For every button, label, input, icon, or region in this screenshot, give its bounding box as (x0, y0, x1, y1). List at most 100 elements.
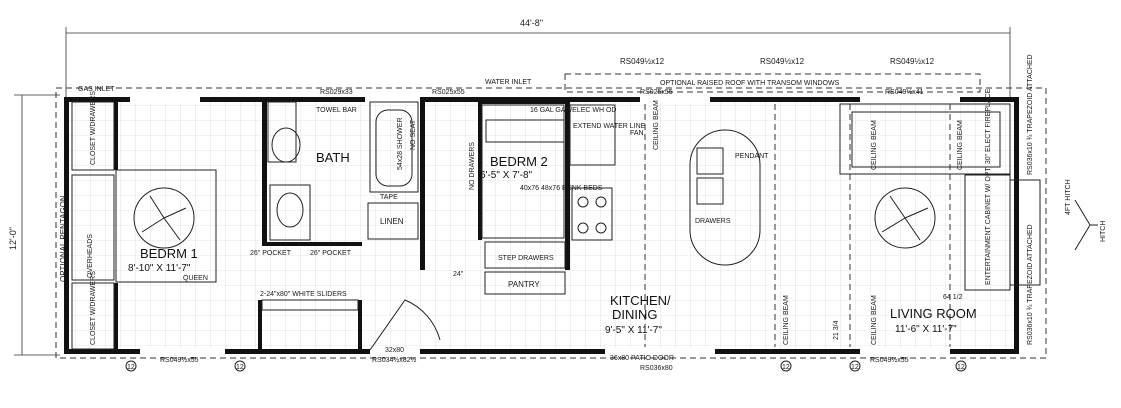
door-32-label: 32x80 (385, 347, 404, 354)
tape-label: TAPE (380, 194, 398, 201)
gas-inlet-label: GAS INLET (78, 86, 115, 93)
sink-bowl-1 (696, 147, 724, 175)
bay-window (1009, 179, 1041, 286)
drawers-label: DRAWERS (695, 218, 731, 225)
interior-walls (114, 100, 570, 353)
kitchen-island (689, 129, 761, 266)
towel-bar-label: TOWEL BAR (316, 107, 357, 114)
sliders-label: 2-24"x80" WHITE SLIDERS (260, 291, 347, 298)
vanity (269, 184, 311, 241)
step-drawers (484, 241, 566, 269)
room-dining: DINING (612, 307, 658, 322)
room-bedrm1: BEDRM 1 (140, 246, 198, 261)
room-bath: BATH (316, 150, 350, 165)
closet-lower-label: CLOSET W/DRAWERS (90, 271, 97, 345)
patio-door-label: 36x80 PATIO DOOR (610, 355, 674, 362)
room-kitchen-dim: 9'-5" X 11'-7" (605, 325, 662, 336)
sink-bowl-2 (696, 177, 724, 205)
water-heater-label: 16 GAL GAS/ELEC WH OD (530, 107, 617, 114)
pantry (484, 271, 566, 295)
floor-grid (64, 98, 1019, 353)
transom2-label: RS049½x12 (760, 57, 805, 66)
pendant-label: PENDANT (735, 153, 769, 160)
ceiling-fan-icon (133, 187, 195, 249)
water-heater (485, 119, 565, 143)
raised-roof-outline (564, 73, 981, 93)
sofa (839, 103, 1011, 175)
fan-label: FAN (630, 130, 644, 137)
raised-roof-label: OPTIONAL RAISED ROOF WITH TRANSOM WINDOW… (660, 80, 840, 87)
linen-closet (367, 202, 419, 240)
optional-pentagon-label: OPTIONAL PENTAGON (59, 195, 68, 282)
svg-text:CEILING BEAM: CEILING BEAM (957, 120, 964, 170)
room-kitchen: KITCHEN/ (610, 293, 671, 308)
living-fan-icon (874, 187, 936, 249)
overall-depth-label: 12'-0" (8, 227, 18, 250)
top-window-living: RS049½x41 (885, 88, 924, 96)
dim-21-label: 21 3/4 (833, 320, 840, 340)
bottom-window-patio: RS036x80 (640, 365, 673, 372)
svg-text:CEILING BEAM: CEILING BEAM (871, 120, 878, 170)
water-inlet-label: WATER INLET (485, 79, 532, 86)
bunk-beds-label: 40x76 48x76 BUNK BEDS (520, 185, 603, 192)
pantry-label: PANTRY (508, 280, 540, 289)
right-upper-window-label: RS036x10 ¾ TRAPEZOID ATTACHED (1027, 54, 1034, 175)
dim-64-label: 64 1/2 (943, 294, 963, 301)
room-bedrm2: BEDRM 2 (490, 154, 548, 169)
linen-label: LINEN (380, 217, 404, 226)
bath-fixtures: 54x28 SHOWER NO SEAT TAPE LINEN TOWEL BA… (267, 101, 419, 241)
overheads-label: OVERHEADS (87, 234, 94, 278)
bottom-doors: 2-24"x80" WHITE SLIDERS 32x80 36x80 PATI… (250, 250, 674, 362)
fridge-gap-label: 24" (453, 271, 464, 278)
queen-bed (115, 169, 217, 283)
pocket-bath-label: 26" POCKET (310, 250, 352, 257)
closet-lower (71, 282, 115, 350)
no-seat-label: NO SEAT (410, 119, 417, 150)
entertainment-label: ENTERTAINMENT CABINET W/ OPT. 30" ELECT … (985, 88, 992, 285)
overall-depth-dimension: 12'-0" (8, 94, 60, 356)
sink-icon (276, 192, 304, 228)
svg-text:12: 12 (851, 364, 859, 371)
shower-stall (369, 101, 419, 193)
bedrm1-fixtures: CLOSET W/DRAWERS CLOSET W/DRAWERS OVERHE… (59, 86, 217, 350)
hitch-v-label: HITCH (1100, 221, 1107, 242)
svg-text:12: 12 (127, 364, 135, 371)
transom1-label: RS049½x12 (620, 57, 665, 66)
closet-upper (71, 101, 115, 171)
pocket-bed-label: 26" POCKET (250, 250, 292, 257)
extend-water-label: EXTEND WATER LINE (573, 123, 646, 130)
kitchen-fixtures: EXTEND WATER LINE DRAWERS FAN PENDANT (569, 104, 769, 266)
step-drawers-label: STEP DRAWERS (498, 255, 554, 262)
transom3-label: RS049½x12 (890, 57, 935, 66)
room-bedrm2-dim: 6'-5" X 7'-8" (480, 170, 533, 181)
bottom-markers: 12 12 12 12 12 (125, 360, 967, 372)
shower-label: 54x28 SHOWER (397, 117, 404, 170)
ceiling-beam-label: CEILING BEAM (653, 100, 660, 150)
range (571, 187, 613, 241)
bottom-window-door: RS034½x82½ (372, 356, 417, 364)
top-window-kitchen: RS025x55 (640, 89, 673, 96)
outer-envelope (55, 87, 1047, 359)
white-sliders (261, 299, 359, 311)
bedrm2-fixtures: 16 GAL GAS/ELEC WH OD NO DRAWERS 40x76 4… (453, 79, 617, 295)
right-lower-window-label: RS036x10 ¾ TRAPEZOID ATTACHED (1027, 224, 1034, 345)
room-living-dim: 11'-6" X 11'-7" (895, 324, 957, 335)
svg-text:12: 12 (236, 364, 244, 371)
room-living: LIVING ROOM (890, 306, 977, 321)
bunk-beds (481, 104, 565, 239)
svg-text:12: 12 (782, 364, 790, 371)
svg-text:CEILING BEAM: CEILING BEAM (871, 295, 878, 345)
no-drawers-label: NO DRAWERS (469, 142, 476, 190)
top-window-bath: RS025x55 (432, 89, 465, 96)
living-fixtures: ENTERTAINMENT CABINET W/ OPT. 30" ELECT … (833, 88, 1041, 340)
bottom-window-living: RS049½x55 (870, 356, 909, 364)
hitch: 4FT HITCH HITCH (1065, 179, 1107, 251)
closet-upper-label: CLOSET W/DRAWERS (90, 91, 97, 165)
queen-label: QUEEN (183, 275, 208, 282)
top-window-bedrm1: RS029x33 (320, 89, 353, 96)
svg-text:12: 12 (957, 364, 965, 371)
entry-door-swing (369, 299, 441, 351)
hitch-label: 4FT HITCH (1065, 179, 1072, 215)
exterior-walls (64, 96, 1019, 355)
